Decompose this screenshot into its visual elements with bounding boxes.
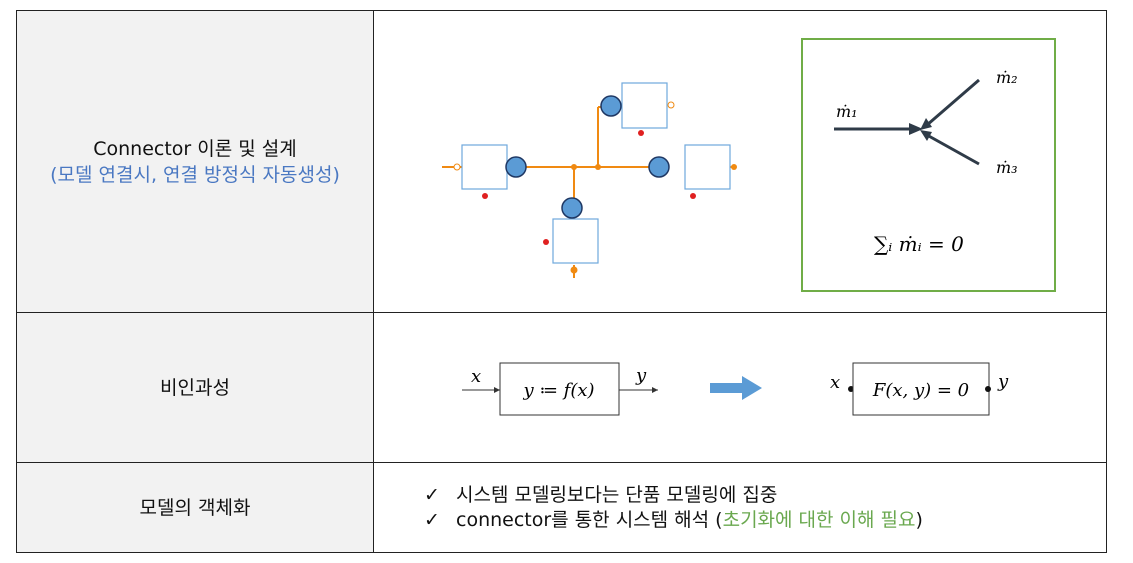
transform-arrow-shaft — [710, 383, 744, 393]
row-acausal: 비인과성 x y ≔ f(x) y x F(x, y) = 0 — [17, 313, 1106, 463]
component-boxes — [461, 82, 731, 264]
list-item: ✓ connector를 통한 시스템 해석 (초기화에 대한 이해 필요) — [424, 508, 923, 533]
causal-input-x: x — [471, 366, 481, 387]
flow-label-m2: ṁ₂ — [996, 68, 1018, 87]
row-label-connector: Connector 이론 및 설계 (모델 연결시, 연결 방정식 자동생성) — [17, 11, 374, 312]
flow-arrowhead-icon — [909, 123, 923, 135]
bullet-text-main: connector를 통한 시스템 해석 ( — [456, 509, 723, 531]
red-dots — [482, 130, 696, 245]
check-icon: ✓ — [424, 484, 440, 506]
flow-arrowhead-icon — [920, 118, 932, 130]
input-arrowhead-icon — [494, 387, 500, 393]
causal-block — [499, 362, 620, 416]
junction-dots — [571, 164, 601, 170]
acausal-equation: F(x, y) = 0 — [872, 380, 969, 401]
filled-ports — [570, 164, 737, 274]
bullet-text: connector를 통한 시스템 해석 (초기화에 대한 이해 필요) — [456, 508, 923, 533]
mass-balance-box — [801, 38, 1056, 292]
connector-title: Connector 이론 및 설계 — [93, 137, 297, 160]
causal-equation: y ≔ f(x) — [522, 380, 594, 401]
open-ports — [453, 101, 675, 171]
flow-label-m3: ṁ₃ — [996, 158, 1018, 177]
flow-arrowhead-icon — [920, 130, 932, 141]
transform-arrow-icon — [742, 376, 762, 400]
objectification-cell: ✓ 시스템 모델링보다는 단품 모델링에 집중 ✓ connector를 통한 … — [374, 463, 1106, 552]
acausal-title: 비인과성 — [160, 376, 230, 399]
check-icon: ✓ — [424, 509, 440, 531]
acausal-diagram-cell: x y ≔ f(x) y x F(x, y) = 0 y — [374, 313, 1106, 462]
mass-balance-equation: ∑ᵢ ṁᵢ = 0 — [874, 232, 964, 256]
row-objectification: 모델의 객체화 ✓ 시스템 모델링보다는 단품 모델링에 집중 ✓ connec… — [17, 463, 1106, 552]
bullet-text-close: ) — [915, 509, 923, 531]
row-connector: Connector 이론 및 설계 (모델 연결시, 연결 방정식 자동생성) — [17, 11, 1106, 313]
bullet-list: ✓ 시스템 모델링보다는 단품 모델링에 집중 ✓ connector를 통한 … — [424, 483, 923, 533]
flow-label-m1: ṁ₁ — [836, 102, 858, 121]
acausal-diagram: x y ≔ f(x) y x F(x, y) = 0 y — [462, 362, 1009, 416]
content-table: Connector 이론 및 설계 (모델 연결시, 연결 방정식 자동생성) — [16, 10, 1107, 553]
row-label-acausal: 비인과성 — [17, 313, 374, 462]
connector-nodes — [505, 95, 670, 219]
objectification-title: 모델의 객체화 — [139, 496, 251, 519]
output-arrowhead-icon — [652, 387, 658, 393]
acausal-port-right — [985, 386, 991, 392]
flow-arrows — [834, 78, 980, 166]
connector-subtitle: (모델 연결시, 연결 방정식 자동생성) — [50, 163, 340, 186]
component-box-bottom — [552, 218, 599, 264]
connector-diagram-cell: ṁ₁ ṁ₂ ṁ₃ ∑ᵢ ṁᵢ = 0 — [374, 11, 1106, 312]
acausal-x: x — [830, 372, 840, 393]
row-label-objectification: 모델의 객체화 — [17, 463, 374, 552]
component-box-top — [621, 82, 668, 129]
component-box-left — [461, 144, 508, 190]
list-item: ✓ 시스템 모델링보다는 단품 모델링에 집중 — [424, 483, 923, 508]
causal-output-y: y — [635, 365, 647, 386]
component-box-right — [684, 144, 731, 190]
connector-network-diagram: ṁ₁ ṁ₂ ṁ₃ ∑ᵢ ṁᵢ = 0 — [442, 38, 1056, 292]
bullet-text: 시스템 모델링보다는 단품 모델링에 집중 — [456, 484, 778, 506]
bullet-text-highlight: 초기화에 대한 이해 필요 — [722, 509, 916, 531]
acausal-y: y — [997, 371, 1009, 392]
